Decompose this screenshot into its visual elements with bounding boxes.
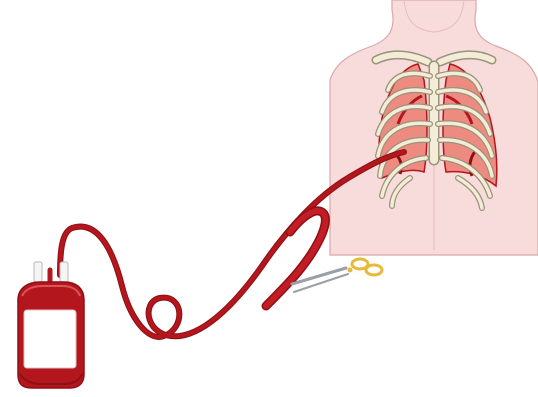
clamp-handle-bottom xyxy=(366,265,382,275)
bag-port-right xyxy=(60,262,68,282)
bag-label xyxy=(24,310,76,368)
blood-bag xyxy=(18,262,84,388)
clamp-hinge xyxy=(348,268,353,273)
bag-port-left xyxy=(34,262,42,282)
